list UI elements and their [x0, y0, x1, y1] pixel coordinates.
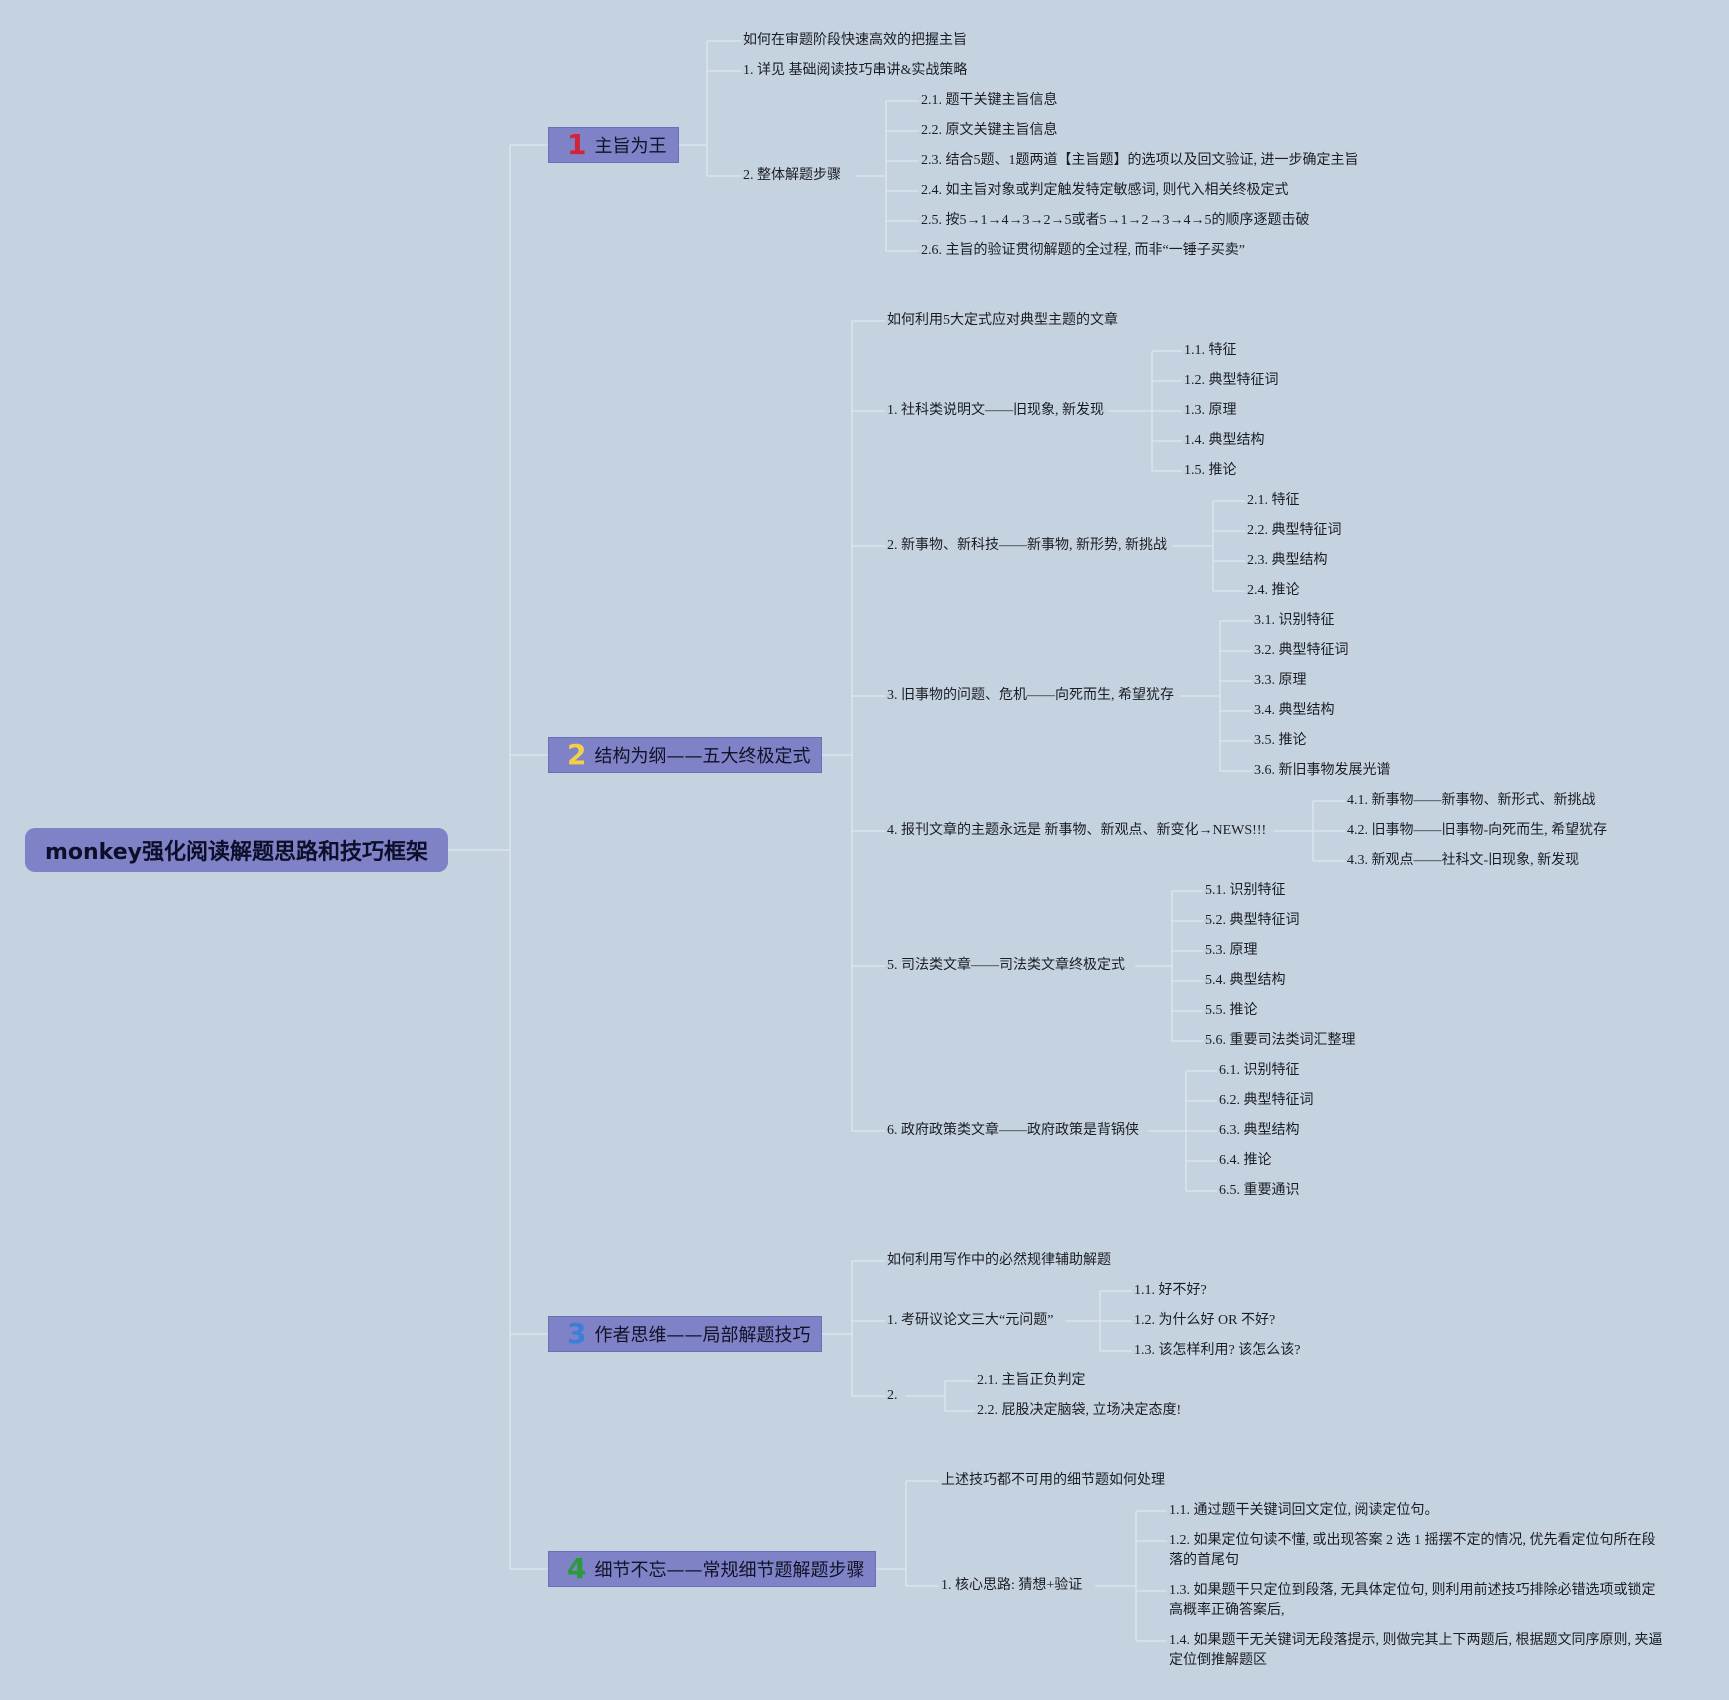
- branch-1-item-2-sub-3[interactable]: 2.3. 结合5题、1题两道【主旨题】的选项以及回文验证, 进一步确定主旨: [921, 153, 1359, 168]
- branch-2-intro[interactable]: 如何利用5大定式应对典型主题的文章: [887, 313, 1118, 328]
- branch-2-item-6-sub-3[interactable]: 6.3. 典型结构: [1219, 1123, 1300, 1138]
- root-node[interactable]: monkey强化阅读解题思路和技巧框架: [25, 828, 448, 872]
- branch-2-item-2-sub-1[interactable]: 2.1. 特征: [1247, 493, 1300, 508]
- branch-3-item-1-sub-3[interactable]: 1.3. 该怎样利用? 该怎么该?: [1134, 1343, 1301, 1358]
- branch-3-item-2-sub-2[interactable]: 2.2. 屁股决定脑袋, 立场决定态度!: [977, 1403, 1182, 1418]
- branch-2-item-3-sub-4[interactable]: 3.4. 典型结构: [1254, 703, 1335, 718]
- branch-2-item-6-sub-1[interactable]: 6.1. 识别特征: [1219, 1063, 1300, 1078]
- branch-4-intro[interactable]: 上述技巧都不可用的细节题如何处理: [941, 1473, 1165, 1488]
- branch-2-item-3-sub-1[interactable]: 3.1. 识别特征: [1254, 613, 1335, 628]
- branch-2-item-6-sub-4[interactable]: 6.4. 推论: [1219, 1153, 1272, 1168]
- branch-2-item-3-sub-2[interactable]: 3.2. 典型特征词: [1254, 643, 1349, 658]
- branch-2-item-1-sub-3[interactable]: 1.3. 原理: [1184, 403, 1237, 418]
- branch-2-item-5-sub-2[interactable]: 5.2. 典型特征词: [1205, 913, 1300, 928]
- branch-2-item-2-sub-4[interactable]: 2.4. 推论: [1247, 583, 1300, 598]
- branch-2-item-2[interactable]: 2. 新事物、新科技——新事物, 新形势, 新挑战: [887, 538, 1167, 553]
- branch-2-item-4[interactable]: 4. 报刊文章的主题永远是 新事物、新观点、新变化→NEWS!!!: [887, 823, 1267, 838]
- branch-2-item-6-sub-5[interactable]: 6.5. 重要通识: [1219, 1183, 1300, 1198]
- branch-2-label: 结构为纲——五大终极定式: [594, 746, 811, 767]
- branch-2-item-2-sub-2[interactable]: 2.2. 典型特征词: [1247, 523, 1342, 538]
- branch-2-item-6[interactable]: 6. 政府政策类文章——政府政策是背锅侠: [887, 1123, 1139, 1138]
- branch-4-label: 细节不忘——常规细节题解题步骤: [594, 1560, 865, 1581]
- branch-1-number: 1: [567, 128, 587, 161]
- branch-2-item-1-sub-1[interactable]: 1.1. 特征: [1184, 343, 1237, 358]
- branch-2-node[interactable]: 2 结构为纲——五大终极定式: [548, 737, 822, 773]
- branch-2-item-2-sub-3[interactable]: 2.3. 典型结构: [1247, 553, 1328, 568]
- branch-4-number: 4: [567, 1552, 587, 1585]
- branch-2-item-5[interactable]: 5. 司法类文章——司法类文章终极定式: [887, 958, 1125, 973]
- branch-3-label: 作者思维——局部解题技巧: [594, 1325, 811, 1346]
- branch-3-intro[interactable]: 如何利用写作中的必然规律辅助解题: [887, 1253, 1111, 1268]
- branch-1-intro[interactable]: 如何在审题阶段快速高效的把握主旨: [743, 33, 967, 48]
- branch-3-number: 3: [567, 1317, 587, 1350]
- branch-4-item-1-sub-3[interactable]: 1.3. 如果题干只定位到段落, 无具体定位句, 则利用前述技巧排除必错选项或锁…: [1169, 1583, 1656, 1618]
- branch-4-item-1-sub-1[interactable]: 1.1. 通过题干关键词回文定位, 阅读定位句。: [1169, 1503, 1439, 1518]
- branch-2-item-5-sub-3[interactable]: 5.3. 原理: [1205, 943, 1258, 958]
- branch-2-item-6-sub-2[interactable]: 6.2. 典型特征词: [1219, 1093, 1314, 1108]
- branch-3-item-2-sub-1[interactable]: 2.1. 主旨正负判定: [977, 1373, 1086, 1388]
- branch-2-item-4-sub-2[interactable]: 4.2. 旧事物——旧事物-向死而生, 希望犹存: [1347, 823, 1608, 838]
- branch-2-item-1-sub-4[interactable]: 1.4. 典型结构: [1184, 433, 1265, 448]
- branch-1-label: 主旨为王: [594, 136, 667, 157]
- branch-1-item-2[interactable]: 2. 整体解题步骤: [743, 168, 841, 183]
- branch-2-item-3[interactable]: 3. 旧事物的问题、危机——向死而生, 希望犹存: [887, 688, 1174, 703]
- branch-2-item-3-sub-5[interactable]: 3.5. 推论: [1254, 733, 1307, 748]
- branch-1-item-2-sub-2[interactable]: 2.2. 原文关键主旨信息: [921, 123, 1058, 138]
- branch-3-item-1-sub-1[interactable]: 1.1. 好不好?: [1134, 1283, 1207, 1298]
- branch-3-node[interactable]: 3 作者思维——局部解题技巧: [548, 1316, 822, 1352]
- branch-2-item-3-sub-3[interactable]: 3.3. 原理: [1254, 673, 1307, 688]
- branch-2-item-4-sub-1[interactable]: 4.1. 新事物——新事物、新形式、新挑战: [1347, 793, 1596, 808]
- branch-1-node[interactable]: 1 主旨为王: [548, 127, 679, 163]
- branch-3-item-1-sub-2[interactable]: 1.2. 为什么好 OR 不好?: [1134, 1313, 1276, 1328]
- branch-1-item-2-sub-1[interactable]: 2.1. 题干关键主旨信息: [921, 93, 1058, 108]
- branch-2-item-4-sub-3[interactable]: 4.3. 新观点——社科文-旧现象, 新发现: [1347, 853, 1580, 868]
- branch-4-item-1[interactable]: 1. 核心思路: 猜想+验证: [941, 1578, 1083, 1593]
- branch-4-node[interactable]: 4 细节不忘——常规细节题解题步骤: [548, 1551, 876, 1587]
- branch-2-item-5-sub-4[interactable]: 5.4. 典型结构: [1205, 973, 1286, 988]
- branch-2-number: 2: [567, 738, 587, 771]
- branch-2-item-5-sub-5[interactable]: 5.5. 推论: [1205, 1003, 1258, 1018]
- branch-2-item-5-sub-6[interactable]: 5.6. 重要司法类词汇整理: [1205, 1033, 1356, 1048]
- branch-3-item-2[interactable]: 2.: [887, 1388, 898, 1403]
- branch-1-item-1[interactable]: 1. 详见 基础阅读技巧串讲&实战策略: [743, 63, 968, 78]
- branch-2-item-1-sub-5[interactable]: 1.5. 推论: [1184, 463, 1237, 478]
- branch-1-item-2-sub-4[interactable]: 2.4. 如主旨对象或判定触发特定敏感词, 则代入相关终极定式: [921, 183, 1289, 198]
- branch-4-item-1-sub-4[interactable]: 1.4. 如果题干无关键词无段落提示, 则做完其上下两题后, 根据题文同序原则,…: [1169, 1633, 1663, 1668]
- branch-2-item-1-sub-2[interactable]: 1.2. 典型特征词: [1184, 373, 1279, 388]
- branch-1-item-2-sub-6[interactable]: 2.6. 主旨的验证贯彻解题的全过程, 而非“一锤子买卖”: [921, 243, 1245, 258]
- branch-4-item-1-sub-2[interactable]: 1.2. 如果定位句读不懂, 或出现答案 2 选 1 摇摆不定的情况, 优先看定…: [1169, 1533, 1656, 1568]
- branch-2-item-5-sub-1[interactable]: 5.1. 识别特征: [1205, 883, 1286, 898]
- branch-1-item-2-sub-5[interactable]: 2.5. 按5→1→4→3→2→5或者5→1→2→3→4→5的顺序逐题击破: [921, 213, 1310, 228]
- branch-2-item-1[interactable]: 1. 社科类说明文——旧现象, 新发现: [887, 403, 1104, 418]
- branch-2-item-3-sub-6[interactable]: 3.6. 新旧事物发展光谱: [1254, 763, 1391, 778]
- branch-3-item-1[interactable]: 1. 考研议论文三大“元问题”: [887, 1313, 1054, 1328]
- root-title: monkey强化阅读解题思路和技巧框架: [44, 840, 428, 865]
